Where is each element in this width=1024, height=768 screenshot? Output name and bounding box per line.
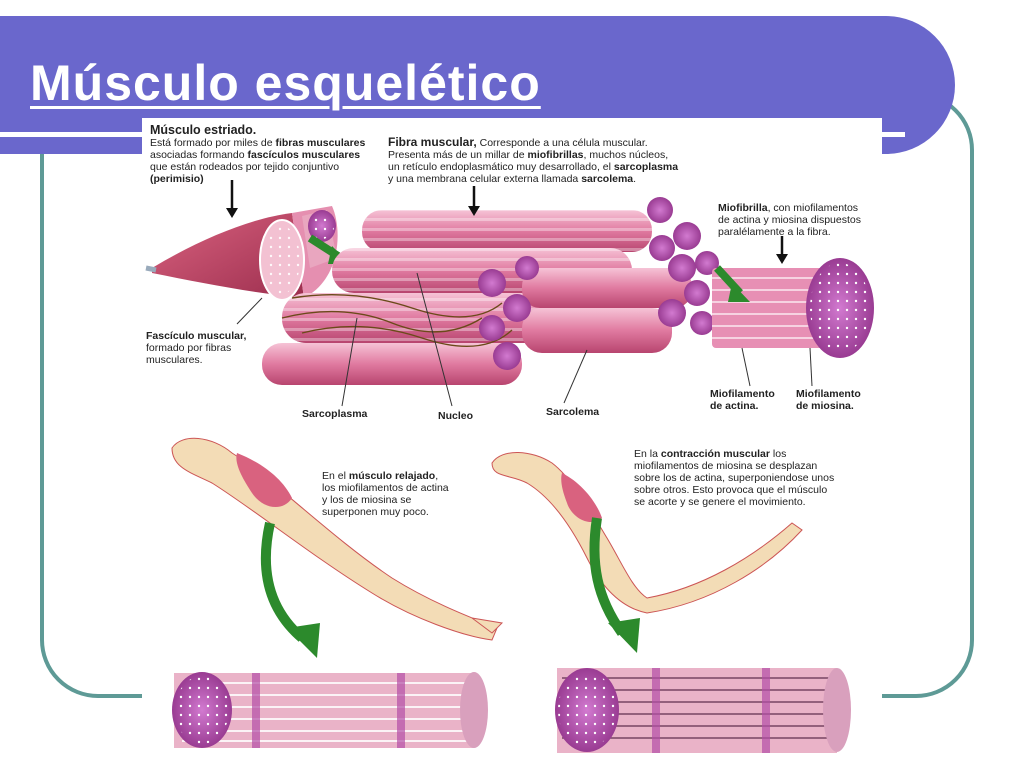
label-sarcolema: Sarcolema bbox=[546, 406, 600, 418]
label-musculo-relajado: En el músculo relajado, los miofilamento… bbox=[322, 470, 449, 518]
arm-relaxed bbox=[171, 437, 504, 641]
muscle-fiber-bundle bbox=[262, 197, 719, 385]
arm-contracted bbox=[491, 452, 803, 614]
label-musculo-estriado: Músculo estriado. Está formado por miles… bbox=[150, 123, 366, 185]
myofibril bbox=[712, 258, 874, 358]
slide-title: Músculo esquelético bbox=[30, 55, 541, 111]
green-arrow-4 bbox=[589, 517, 627, 636]
whole-muscle bbox=[145, 206, 338, 301]
sarcomere-contracted bbox=[555, 668, 851, 753]
label-sarcoplasma: Sarcoplasma bbox=[302, 408, 368, 420]
label-fibra-muscular: Fibra muscular, Corresponde a una célula… bbox=[388, 135, 679, 185]
label-miofilamento-actina: Miofilamento de actina. bbox=[710, 388, 775, 412]
label-contraccion-muscular: En la contracción muscular los miofilame… bbox=[634, 448, 835, 508]
label-nucleo: Nucleo bbox=[438, 410, 474, 422]
label-fasciculo-muscular: Fascículo muscular, formado por fibras m… bbox=[146, 330, 247, 366]
leader-lines bbox=[236, 272, 813, 407]
muscle-diagram: Músculo estriado. Está formado por miles… bbox=[142, 118, 882, 766]
label-miofilamento-miosina: Miofilamento de miosina. bbox=[796, 388, 861, 412]
muscle-illustration bbox=[145, 180, 874, 753]
sarcomere-relaxed bbox=[172, 672, 488, 748]
label-miofibrilla: Miofibrilla, con miofilamentos de actina… bbox=[718, 202, 861, 238]
